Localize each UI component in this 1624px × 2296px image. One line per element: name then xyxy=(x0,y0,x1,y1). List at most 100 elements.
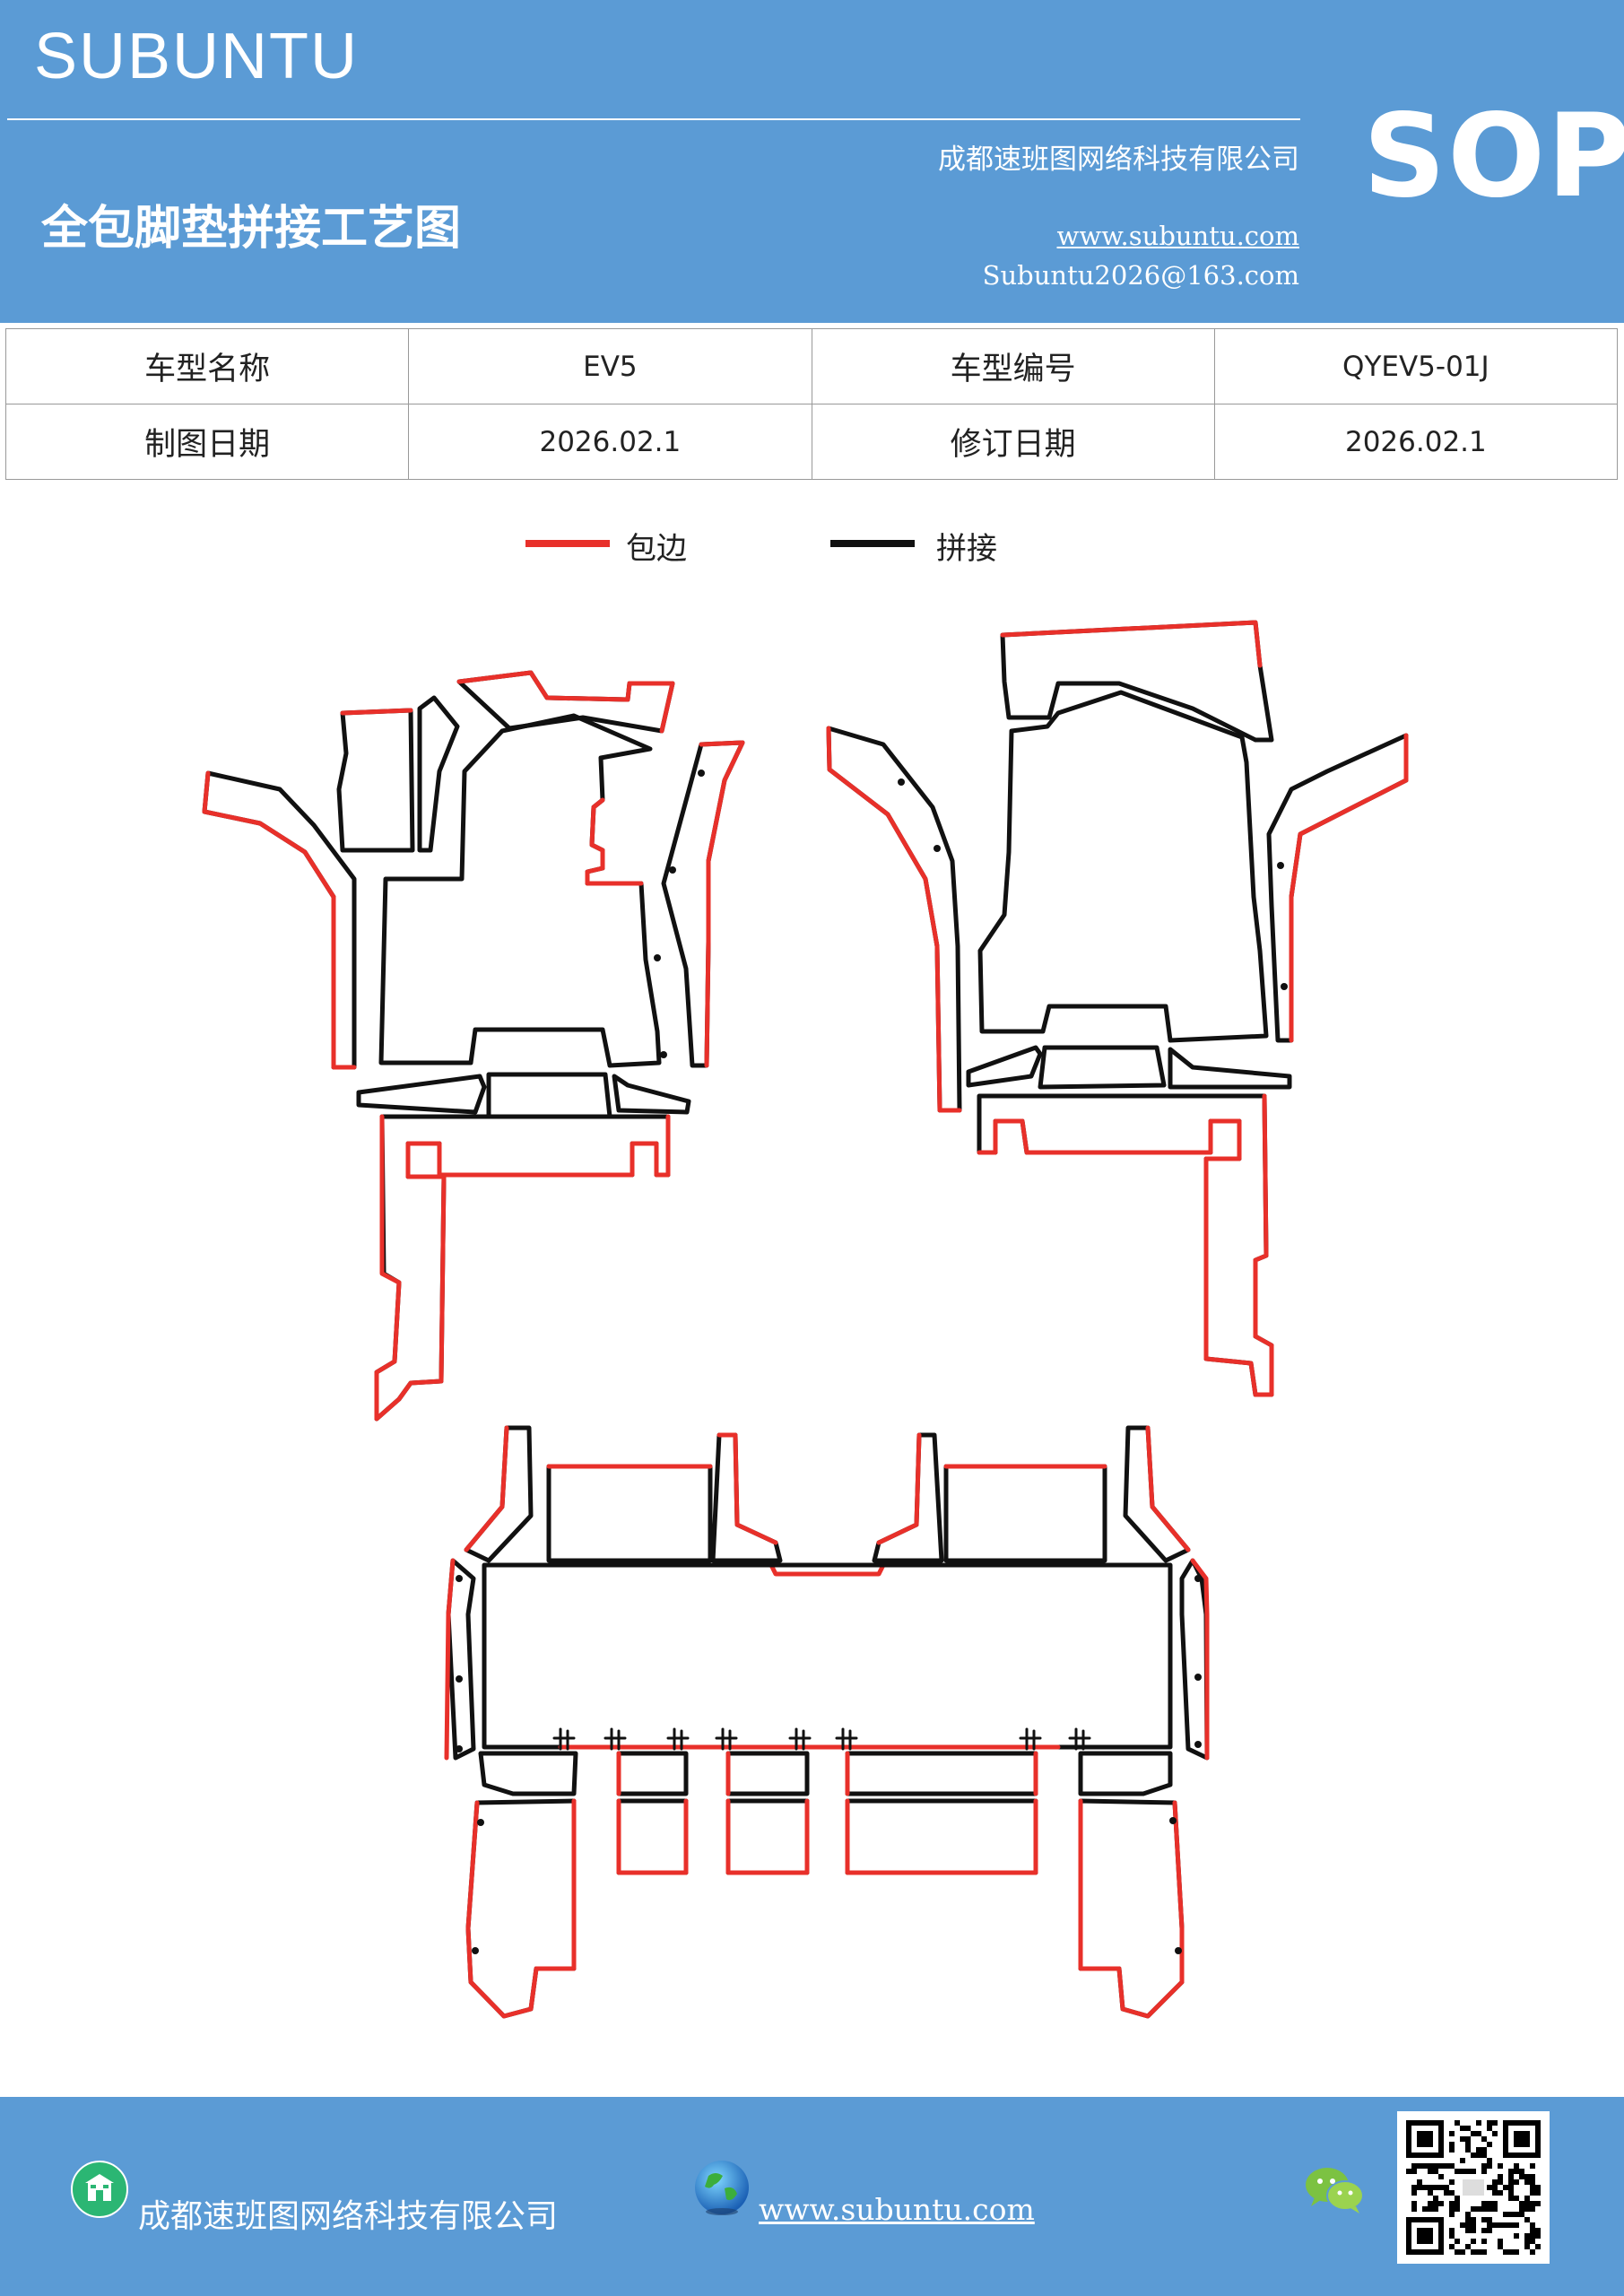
header-divider xyxy=(7,118,1300,120)
stitch-marker xyxy=(1281,983,1288,990)
mat-piece-passenger-main xyxy=(977,690,1269,1043)
mat-piece-rear-sill xyxy=(845,1751,1038,1796)
wechat-icon[interactable] xyxy=(1304,2163,1367,2217)
globe-icon xyxy=(695,2161,749,2215)
website-link[interactable]: www.subuntu.com xyxy=(1056,221,1299,251)
header-banner: SUBUNTU 成都速班图网络科技有限公司 全包脚垫拼接工艺图 www.subu… xyxy=(0,0,1624,323)
mat-piece-front-right-sill xyxy=(966,1045,1043,1088)
mat-piece-rear-top-right xyxy=(943,1464,1107,1563)
legend-label-seam: 拼接 xyxy=(936,531,997,567)
stitch-marker xyxy=(660,1051,667,1058)
edge-binding xyxy=(202,770,357,1070)
revision-date-label: 修订日期 xyxy=(811,404,1215,480)
edge-binding xyxy=(1289,733,1409,1043)
mat-piece-rear-footwell-left xyxy=(465,1798,577,2019)
mat-piece-rear-sill xyxy=(616,1751,689,1796)
edge-binding xyxy=(977,1093,1274,1397)
edge-binding xyxy=(456,670,675,734)
stitch-marker xyxy=(477,1819,484,1826)
mat-piece-pedal-strip xyxy=(417,695,460,853)
joint-marker xyxy=(552,1727,576,1751)
mat-piece-front-left-sill xyxy=(356,1074,487,1115)
joint-marker xyxy=(788,1727,812,1751)
legend-swatch-binding xyxy=(525,540,610,547)
mat-piece-front-right-dash xyxy=(1000,620,1274,743)
stitch-marker xyxy=(1169,1817,1177,1824)
stitch-marker xyxy=(456,1575,463,1582)
drawing-date-value: 2026.02.1 xyxy=(408,404,812,480)
mat-piece-front-right-sill xyxy=(1038,1045,1167,1090)
edge-binding xyxy=(585,797,644,886)
mat-piece-rear-footwell-c2 xyxy=(725,1798,810,1875)
drawing-date-label: 制图日期 xyxy=(4,404,410,480)
edge-binding xyxy=(716,1432,778,1545)
edge-binding xyxy=(465,1798,577,2019)
mat-piece-rear-footwell-c3 xyxy=(845,1798,1038,1875)
table-row: 车型名称 EV5 车型编号 QYEV5-01J xyxy=(4,328,1619,404)
company-name: 成都速班图网络科技有限公司 xyxy=(938,144,1299,176)
edge-binding xyxy=(876,1432,922,1545)
mat-piece-front-left-sill xyxy=(612,1074,691,1115)
footer-company-name: 成都速班图网络科技有限公司 xyxy=(138,2198,559,2235)
joint-marker xyxy=(1019,1727,1042,1751)
legend-label-binding: 包边 xyxy=(626,531,687,567)
stitch-marker xyxy=(1194,1741,1202,1748)
edge-binding xyxy=(616,1798,689,1875)
edge-binding xyxy=(1190,1558,1210,1761)
edge-binding xyxy=(1145,1425,1191,1552)
stitch-marker xyxy=(1277,862,1284,869)
building-icon xyxy=(71,2161,128,2218)
legend-swatch-seam xyxy=(830,540,915,547)
brand-name: SUBUNTU xyxy=(34,21,360,92)
edge-binding xyxy=(845,1751,1038,1796)
edge-binding xyxy=(769,1562,886,1577)
edge-binding xyxy=(699,740,745,1068)
edge-binding xyxy=(1078,1798,1185,2019)
mat-piece-rear-footwell-right xyxy=(1078,1798,1185,2019)
stitch-marker xyxy=(1194,1575,1202,1582)
footer-banner: 成都速班图网络科技有限公司 www.subuntu.com xyxy=(0,2097,1624,2296)
stitch-marker xyxy=(669,866,676,874)
joint-marker xyxy=(1068,1727,1091,1751)
edge-binding xyxy=(826,726,962,1113)
mat-piece-pedal-area xyxy=(336,708,415,853)
edge-binding xyxy=(374,1114,671,1422)
mat-piece-tunnel-left xyxy=(661,740,745,1068)
mat-piece-rear-main xyxy=(482,1562,1173,1750)
model-name-label: 车型名称 xyxy=(4,328,410,404)
sop-badge: SOP xyxy=(1363,90,1624,223)
model-code-value: QYEV5-01J xyxy=(1213,328,1619,404)
table-row: 制图日期 2026.02.1 修订日期 2026.02.1 xyxy=(4,404,1619,480)
edge-binding xyxy=(845,1798,1038,1875)
edge-binding xyxy=(1000,620,1263,668)
edge-binding xyxy=(464,1425,509,1552)
stitch-marker xyxy=(698,770,705,777)
stitch-marker xyxy=(898,778,905,786)
joint-marker xyxy=(604,1727,627,1751)
mat-piece-rear-right-side xyxy=(1179,1558,1210,1761)
mat-piece-rear-sill xyxy=(1078,1751,1173,1796)
stitch-marker xyxy=(472,1947,479,1954)
joint-marker xyxy=(715,1727,738,1751)
stitch-marker xyxy=(456,1675,463,1683)
joint-marker xyxy=(666,1727,690,1751)
page-title: 全包脚垫拼接工艺图 xyxy=(41,201,462,256)
mat-piece-front-left-sill xyxy=(486,1072,612,1119)
model-name-value: EV5 xyxy=(408,328,812,404)
qr-code-icon[interactable] xyxy=(1397,2111,1550,2264)
edge-binding xyxy=(340,708,413,716)
footer-website-link[interactable]: www.subuntu.com xyxy=(759,2192,1035,2227)
mat-piece-rear-top-left xyxy=(546,1464,713,1563)
vehicle-info-table: 车型名称 EV5 车型编号 QYEV5-01J 制图日期 2026.02.1 修… xyxy=(4,328,1619,480)
joint-marker xyxy=(835,1727,858,1751)
mat-piece-front-left-rear xyxy=(374,1114,671,1422)
edge-binding xyxy=(725,1798,810,1875)
revision-date-value: 2026.02.1 xyxy=(1213,404,1619,480)
stitch-marker xyxy=(1194,1674,1202,1681)
stitch-marker xyxy=(934,845,941,852)
mat-piece-rear-sill xyxy=(725,1751,810,1796)
model-code-label: 车型编号 xyxy=(811,328,1215,404)
mat-piece-rear-sill xyxy=(478,1751,578,1796)
stitch-marker xyxy=(654,954,661,961)
